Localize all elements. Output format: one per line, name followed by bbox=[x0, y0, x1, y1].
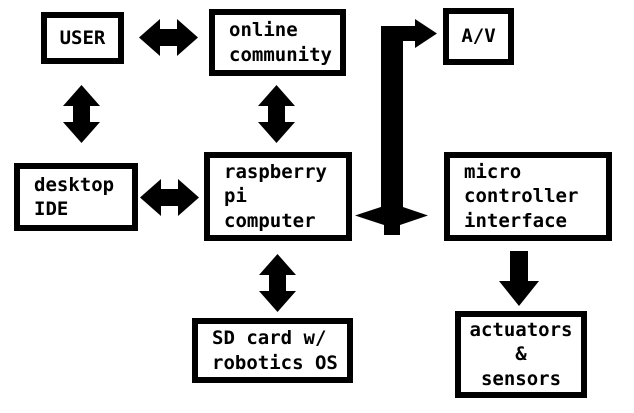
node-actuators-sensors-label-line-1: actuators bbox=[469, 319, 573, 342]
node-raspberry-pi-computer[interactable]: raspberry pi computer bbox=[204, 152, 352, 241]
node-sd-card-label-line-2: robotics OS bbox=[212, 351, 338, 374]
node-raspberry-pi-computer-label-line-3: computer bbox=[224, 209, 316, 232]
node-desktop-ide-label-line-2: IDE bbox=[34, 198, 69, 220]
connector-user-online-community bbox=[139, 19, 198, 56]
connector-raspberry-pi-sd-card bbox=[259, 254, 296, 312]
connector-online-community-raspberry-pi bbox=[258, 85, 295, 143]
node-av-label-line-1: A/V bbox=[461, 25, 496, 48]
connector-user-desktop-ide bbox=[63, 85, 100, 143]
node-micro-controller-interface-label-line-3: interface bbox=[464, 209, 567, 232]
node-desktop-ide[interactable]: desktop IDE bbox=[14, 163, 138, 231]
connector-desktop-ide-raspberry-pi bbox=[140, 179, 199, 216]
node-micro-controller-interface-label-line-1: micro bbox=[464, 161, 522, 184]
node-user[interactable]: USER bbox=[41, 12, 124, 64]
node-online-community[interactable]: online community bbox=[209, 9, 346, 76]
node-online-community-label-line-2: community bbox=[229, 43, 332, 66]
node-actuators-sensors[interactable]: actuators & sensors bbox=[455, 311, 587, 398]
node-actuators-sensors-label-line-3: sensors bbox=[480, 367, 562, 390]
connector-raspberry-pi-av-microcontroller bbox=[355, 19, 437, 235]
node-av[interactable]: A/V bbox=[443, 8, 514, 65]
connector-microcontroller-actuators bbox=[499, 251, 539, 306]
node-raspberry-pi-computer-label-line-2: pi bbox=[224, 185, 247, 208]
node-sd-card[interactable]: SD card w/ robotics OS bbox=[192, 318, 353, 383]
node-user-label-line-1: USER bbox=[59, 26, 106, 49]
node-micro-controller-interface-label-line-2: controller bbox=[464, 185, 579, 208]
node-actuators-sensors-label-line-2: & bbox=[515, 343, 527, 366]
node-sd-card-label-line-1: SD card w/ bbox=[212, 327, 327, 350]
node-desktop-ide-label-line-1: desktop bbox=[34, 173, 115, 196]
node-micro-controller-interface[interactable]: micro controller interface bbox=[444, 152, 612, 241]
node-online-community-label-line-1: online bbox=[229, 19, 298, 42]
node-raspberry-pi-computer-label-line-1: raspberry bbox=[224, 161, 327, 184]
